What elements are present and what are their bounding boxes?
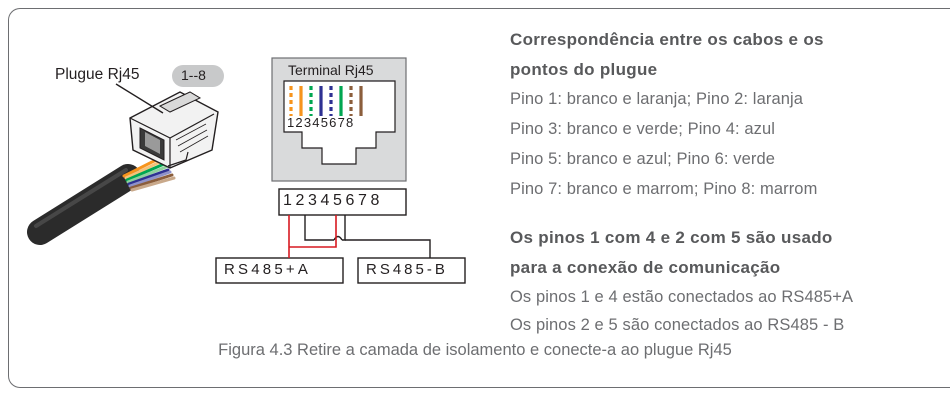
rs485-a-label: RS485+A <box>224 261 312 278</box>
figure-caption: Figura 4.3 Retire a camada de isolamento… <box>218 341 732 359</box>
pin-strip-numbers: 12345678 <box>283 192 383 209</box>
pin-line-4: Pino 7: branco e marrom; Pino 8: marrom <box>510 180 818 198</box>
pin-line-3: Pino 5: branco e azul; Pino 6: verde <box>510 150 776 168</box>
plug-label: Plugue Rj45 <box>55 66 140 83</box>
rs485-wiring <box>215 188 466 284</box>
pin-range-text: 1--8 <box>181 67 206 83</box>
connection-line-a: Os pinos 1 e 4 estão conectados ao RS485… <box>510 288 854 306</box>
pin-line-2: Pino 3: branco e verde; Pino 4: azul <box>510 120 776 138</box>
connection-line-b: Os pinos 2 e 5 são conectados ao RS485 -… <box>510 316 845 334</box>
figure-frame <box>8 8 950 388</box>
terminal-label: Terminal Rj45 <box>288 62 374 78</box>
pin-range-badge <box>172 65 224 87</box>
rj45-plug-with-cable <box>27 83 219 245</box>
terminal-pin-numbers: 12345678 <box>287 115 355 130</box>
heading-cable-correspondence: Correspondência entre os cabos e os <box>510 30 824 49</box>
rs485-b-label: RS485-B <box>366 261 448 278</box>
rj45-terminal <box>271 57 407 182</box>
heading-communication-pins: Os pinos 1 com 4 e 2 com 5 são usado <box>510 228 833 247</box>
pin-line-1: Pino 1: branco e laranja; Pino 2: laranj… <box>510 90 804 108</box>
heading-cable-correspondence-cont: pontos do plugue <box>510 60 658 79</box>
heading-communication-pins-cont: para a conexão de comunicação <box>510 258 781 277</box>
